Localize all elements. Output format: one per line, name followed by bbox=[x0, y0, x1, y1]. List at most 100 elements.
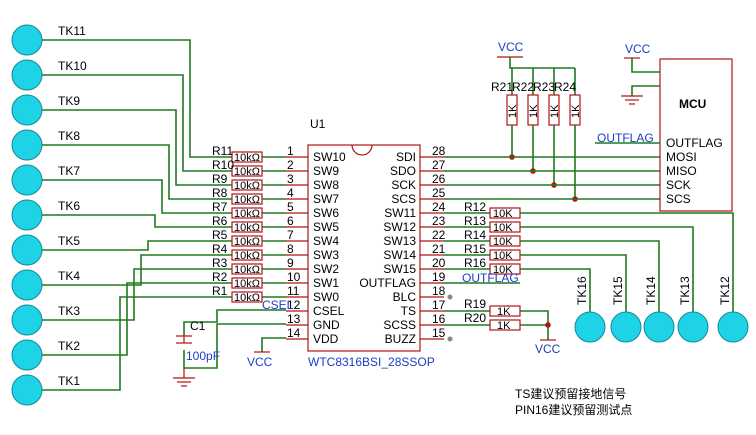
resistor-ref: R8 bbox=[212, 186, 228, 200]
resistor-value: 1K bbox=[497, 306, 511, 318]
touch-pad-bottom bbox=[643, 311, 675, 343]
ic-pin-number: 26 bbox=[432, 172, 446, 186]
touch-pad-left bbox=[11, 304, 43, 336]
ic-pin-number: 16 bbox=[432, 312, 446, 326]
touch-wire bbox=[42, 240, 232, 251]
resistor-ref: R1 bbox=[212, 284, 228, 298]
resistor-left bbox=[231, 263, 263, 275]
ic-pin-number: 20 bbox=[432, 256, 446, 270]
ic-pin-name: SW14 bbox=[383, 248, 416, 262]
design-notes: TS建议预留接地信号 PIN16建议预留测试点 bbox=[515, 386, 632, 417]
resistor-ref: R7 bbox=[212, 200, 228, 214]
resistor-value: 10K bbox=[493, 222, 513, 234]
resistor-ts bbox=[489, 319, 521, 331]
resistor-value: 10kΩ bbox=[234, 222, 260, 234]
touch-pad-label: TK10 bbox=[58, 59, 87, 73]
touch-pad-left bbox=[11, 164, 43, 196]
ground-symbol-mcu bbox=[621, 95, 643, 105]
ic-pin-name: SW11 bbox=[384, 206, 416, 220]
touch-pad-label: TK4 bbox=[58, 269, 80, 283]
ic-u1: U1 WTC8316BSI_28SSOP bbox=[307, 117, 435, 369]
touch-pad-left bbox=[11, 94, 43, 126]
mcu-pin-name: SCK bbox=[666, 178, 691, 192]
touch-wire bbox=[42, 39, 232, 158]
mcu-pin-name: OUTFLAG bbox=[666, 136, 723, 150]
ic-pin-number: 24 bbox=[432, 200, 446, 214]
ic-pin-name: CSEL bbox=[313, 304, 345, 318]
ic-part-number: WTC8316BSI_28SSOP bbox=[308, 355, 435, 369]
mcu-block: MCU VCC OUTFLAG bbox=[597, 42, 733, 212]
resistor-ref: R5 bbox=[212, 228, 228, 242]
touch-wire bbox=[42, 74, 232, 172]
touch-wire bbox=[520, 226, 694, 312]
touch-wire bbox=[42, 268, 232, 321]
touch-pad-label: TK16 bbox=[575, 276, 589, 305]
resistor-value: 1K bbox=[528, 104, 540, 118]
ic-pin-number: 11 bbox=[287, 284, 300, 298]
touch-wire bbox=[42, 109, 232, 186]
resistor-ref: R6 bbox=[212, 214, 228, 228]
outflag-mcu-label: OUTFLAG bbox=[597, 131, 654, 145]
ic-pin-name: SW4 bbox=[313, 234, 339, 248]
resistor-left bbox=[231, 235, 263, 247]
resistor-ref: R3 bbox=[212, 256, 228, 270]
resistor-ref: R4 bbox=[212, 242, 228, 256]
touch-wire bbox=[42, 296, 232, 391]
resistor-value: 10kΩ bbox=[234, 278, 260, 290]
touch-pad-left bbox=[11, 24, 43, 56]
touch-pad-left bbox=[11, 374, 43, 406]
resistor-value: 10kΩ bbox=[234, 152, 260, 164]
resistor-ref: R19 bbox=[464, 297, 486, 311]
touch-wire bbox=[42, 144, 232, 200]
resistor-left bbox=[231, 165, 263, 177]
ic-pin-name: SCSS bbox=[383, 318, 416, 332]
resistor-value: 10K bbox=[493, 236, 513, 248]
resistor-ref: R15 bbox=[464, 242, 486, 256]
note-pin16: PIN16建议预留测试点 bbox=[515, 402, 632, 417]
ic-pin-number: 22 bbox=[432, 228, 446, 242]
touch-pad-label: TK13 bbox=[678, 276, 692, 305]
ic-pin-name: SW15 bbox=[383, 262, 416, 276]
ic-pin-number: 15 bbox=[432, 326, 446, 340]
ic-pin-name: SW7 bbox=[313, 192, 339, 206]
csel-net-label: CSEL bbox=[262, 298, 294, 312]
resistor-ref: R24 bbox=[554, 80, 576, 94]
resistor-ref: R12 bbox=[464, 200, 486, 214]
resistor-ref: R14 bbox=[464, 228, 486, 242]
touch-pad-left bbox=[11, 59, 43, 91]
touch-pad-left bbox=[11, 199, 43, 231]
touch-pad-label: TK14 bbox=[644, 276, 658, 305]
c1-ref: C1 bbox=[190, 319, 206, 333]
touch-pad-label: TK9 bbox=[58, 94, 80, 108]
resistor-value: 10kΩ bbox=[234, 180, 260, 192]
resistor-left bbox=[231, 221, 263, 233]
resistor-ref: R11 bbox=[212, 144, 233, 158]
resistor-ref: R13 bbox=[464, 214, 486, 228]
ic-pin-name: VDD bbox=[313, 332, 339, 346]
resistor-value: 1K bbox=[507, 104, 519, 118]
ground-symbol-c1 bbox=[173, 368, 195, 387]
touch-wire bbox=[520, 212, 734, 312]
ic-pin-number: 19 bbox=[432, 270, 446, 284]
touch-wire bbox=[42, 282, 232, 356]
ic-pin-number: 1 bbox=[287, 144, 294, 158]
ic-ref: U1 bbox=[310, 117, 326, 131]
resistor-left bbox=[231, 277, 263, 289]
touch-pad-label: TK1 bbox=[58, 374, 80, 388]
ic-pin-number: 5 bbox=[287, 200, 294, 214]
touch-pad-label: TK6 bbox=[58, 199, 80, 213]
ic-pin-number: 3 bbox=[287, 172, 294, 186]
vcc-label-ts: VCC bbox=[535, 342, 561, 356]
resistor-value: 10kΩ bbox=[234, 166, 260, 178]
ic-pin-name: SW8 bbox=[313, 178, 339, 192]
touch-pad-label: TK7 bbox=[58, 164, 80, 178]
resistor-value: 10kΩ bbox=[234, 208, 260, 220]
mcu-pin-name: MISO bbox=[666, 164, 697, 178]
outflag-ic-net: OUTFLAG bbox=[444, 271, 520, 285]
resistor-value: 1K bbox=[549, 104, 561, 118]
ic-pin-name: OUTFLAG bbox=[359, 276, 416, 290]
ic-pin-number: 2 bbox=[287, 158, 294, 172]
